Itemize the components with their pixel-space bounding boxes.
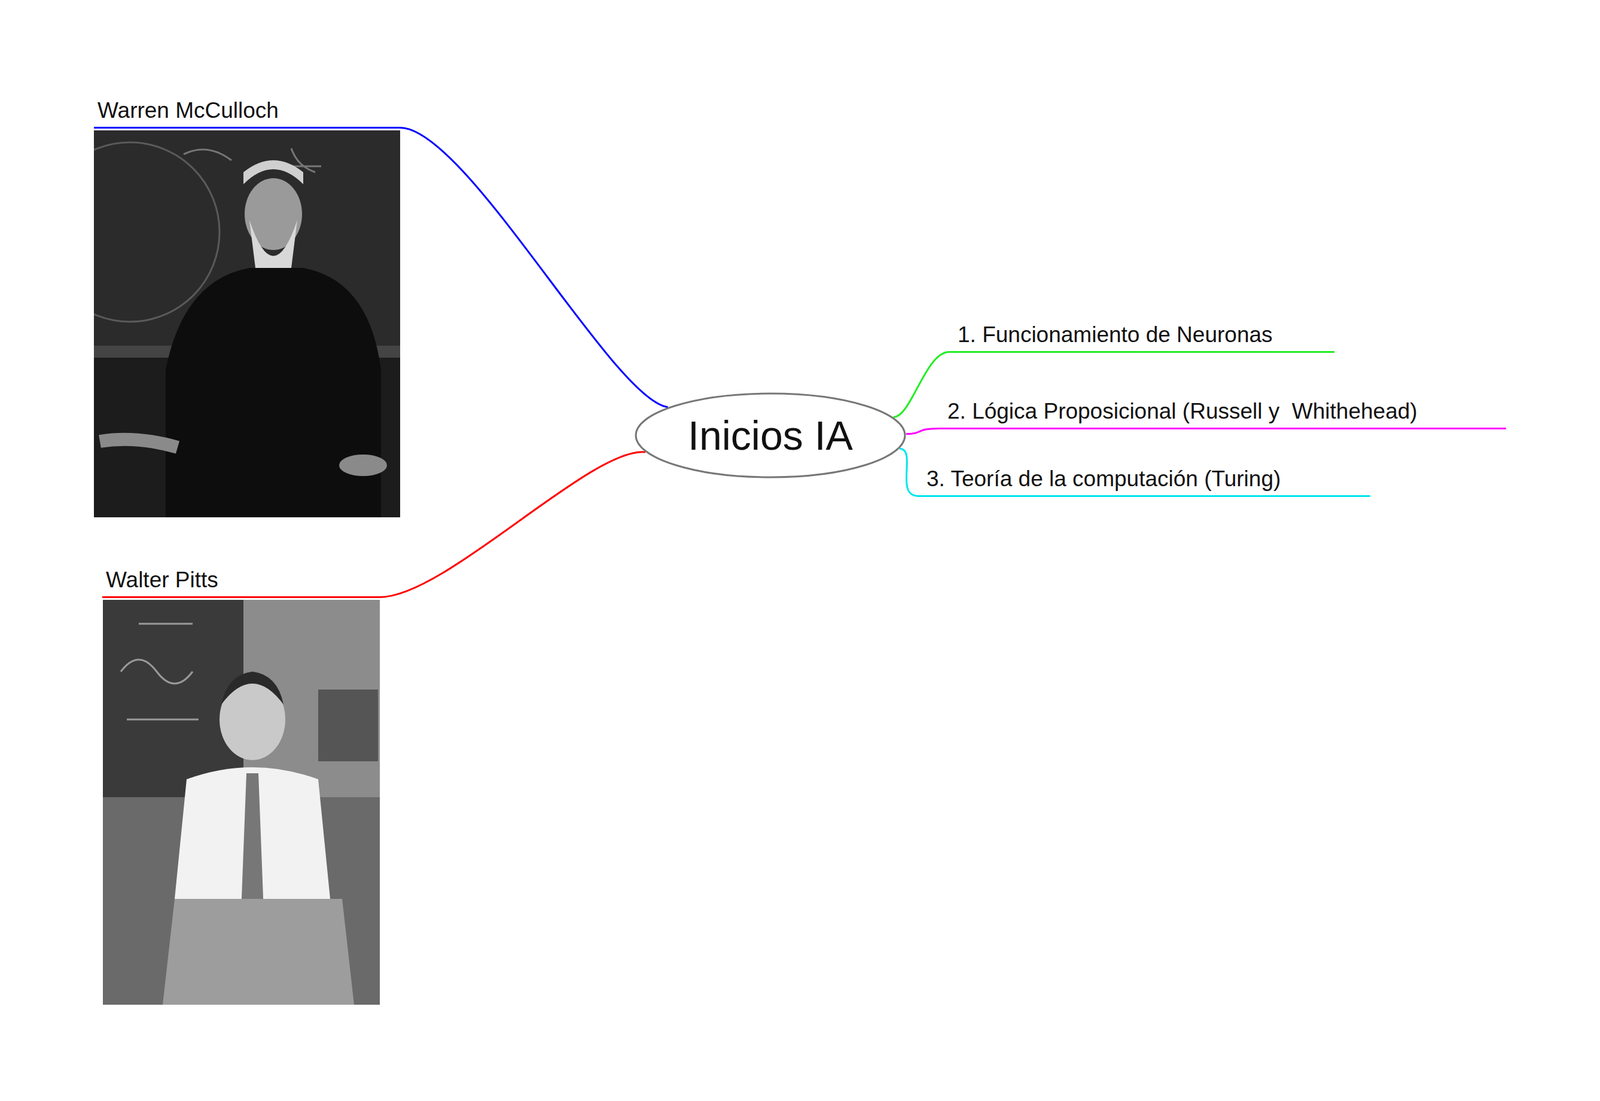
branch-topic: Walter Pitts	[102, 566, 380, 599]
branch-topic: 1. Funcionamiento de Neuronas	[949, 321, 1335, 353]
topic-label: 2. Lógica Proposicional (Russell y Whith…	[947, 397, 1418, 426]
branch-topic: 2. Lógica Proposicional (Russell y Whith…	[939, 397, 1507, 430]
topic-label: 1. Funcionamiento de Neuronas	[957, 321, 1273, 349]
topic-label: Warren McCulloch	[97, 96, 279, 125]
topic-label: Walter Pitts	[105, 566, 219, 594]
topic-label: 3. Teoría de la computación (Turing)	[926, 465, 1281, 493]
branch-connector	[400, 128, 669, 408]
branch-connector	[893, 352, 950, 418]
central-topic: Inicios IA	[634, 392, 907, 479]
portrait-photo	[102, 599, 380, 1005]
branch-connector	[906, 428, 940, 435]
branch-topic: 3. Teoría de la computación (Turing)	[918, 465, 1371, 498]
portrait-photo	[93, 130, 401, 518]
branch-topic: Warren McCulloch	[93, 96, 401, 129]
branch-connector	[899, 448, 919, 496]
central-label: Inicios IA	[687, 411, 853, 460]
branch-connector	[379, 452, 646, 598]
